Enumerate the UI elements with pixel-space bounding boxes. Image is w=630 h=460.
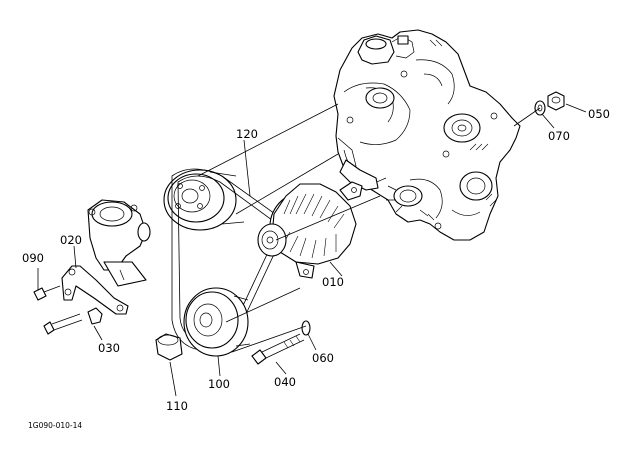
bolt-040 bbox=[251, 333, 305, 365]
callout-030: 030 bbox=[98, 341, 120, 355]
washer-060 bbox=[301, 320, 311, 336]
callout-060: 060 bbox=[312, 351, 334, 365]
document-code: 1G090-010-14 bbox=[28, 421, 82, 430]
callout-070: 070 bbox=[548, 129, 570, 143]
alternator-010 bbox=[257, 181, 363, 279]
callout-050: 050 bbox=[588, 107, 610, 121]
bracket-020 bbox=[61, 265, 129, 315]
callout-100: 100 bbox=[208, 377, 230, 391]
engine-gear-case bbox=[333, 29, 521, 241]
callout-110: 110 bbox=[166, 399, 188, 413]
bolt-090 bbox=[33, 285, 61, 301]
leader-lines bbox=[37, 103, 587, 397]
callout-090: 090 bbox=[22, 251, 44, 265]
thermostat-housing bbox=[87, 199, 151, 287]
crank-pulley-100 bbox=[183, 287, 251, 357]
nut-110 bbox=[155, 333, 183, 361]
bolt-030 bbox=[43, 307, 103, 335]
callout-120: 120 bbox=[236, 127, 258, 141]
fan-drive-pulley bbox=[163, 169, 245, 231]
callout-020: 020 bbox=[60, 233, 82, 247]
callout-040: 040 bbox=[274, 375, 296, 389]
callout-010: 010 bbox=[322, 275, 344, 289]
nut-050 bbox=[547, 91, 565, 111]
